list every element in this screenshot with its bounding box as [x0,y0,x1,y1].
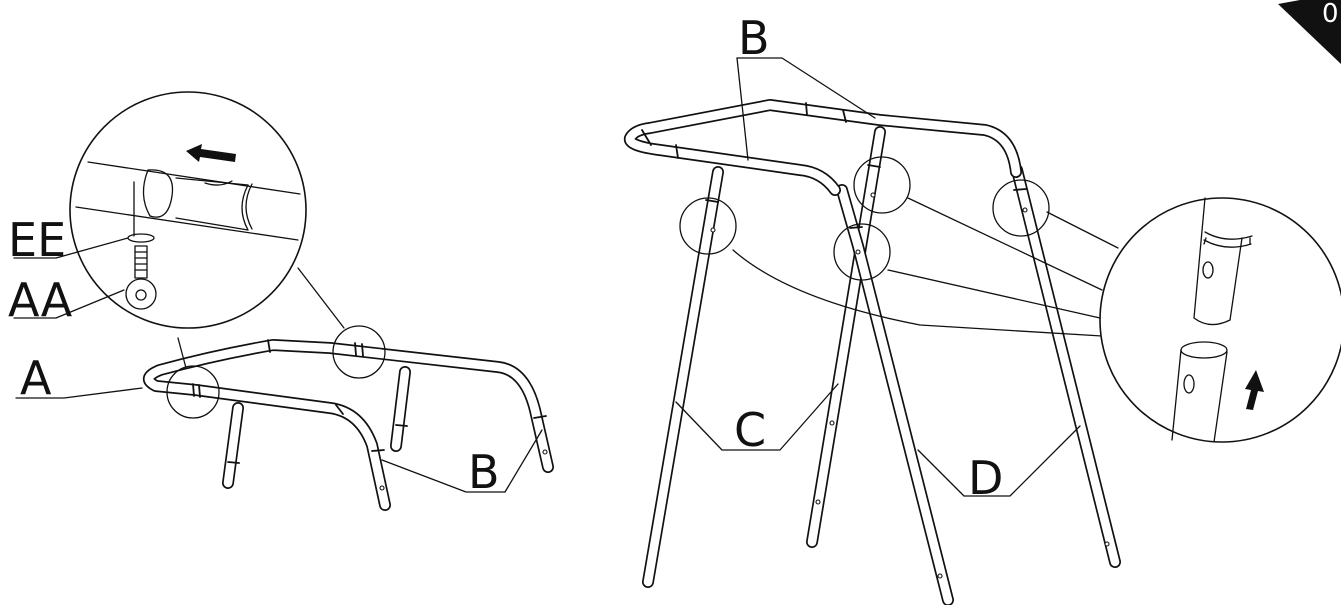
arrow-up-icon [1245,370,1264,410]
left-frame-a [143,339,554,511]
label-d: D [968,451,1003,505]
label-ee: EE [8,213,66,267]
label-a: A [20,351,52,405]
label-c: C [734,403,766,457]
left-detail-magnifier [69,91,307,329]
left-leg-stubs [222,366,411,489]
arrow-left-icon [186,144,236,162]
detail-marker-circle [992,179,1050,237]
right-detail-magnifier [1099,197,1341,443]
detail-marker-circle [853,156,911,214]
detail-marker-circle [833,223,891,281]
corner-badge-text: 0 [1322,0,1339,29]
detail-marker-circle [332,325,386,379]
detail-marker-circle [679,197,737,255]
right-assembly: B C D [623,11,1341,605]
right-frame-b [623,99,1022,196]
detail-marker-circle [166,365,220,419]
label-b-top: B [738,11,770,65]
label-b-left: B [468,445,500,499]
corner-badge: 0 [1278,0,1341,64]
label-aa: AA [8,273,73,327]
left-assembly: EE AA A B [8,91,554,511]
right-legs [642,126,1121,605]
